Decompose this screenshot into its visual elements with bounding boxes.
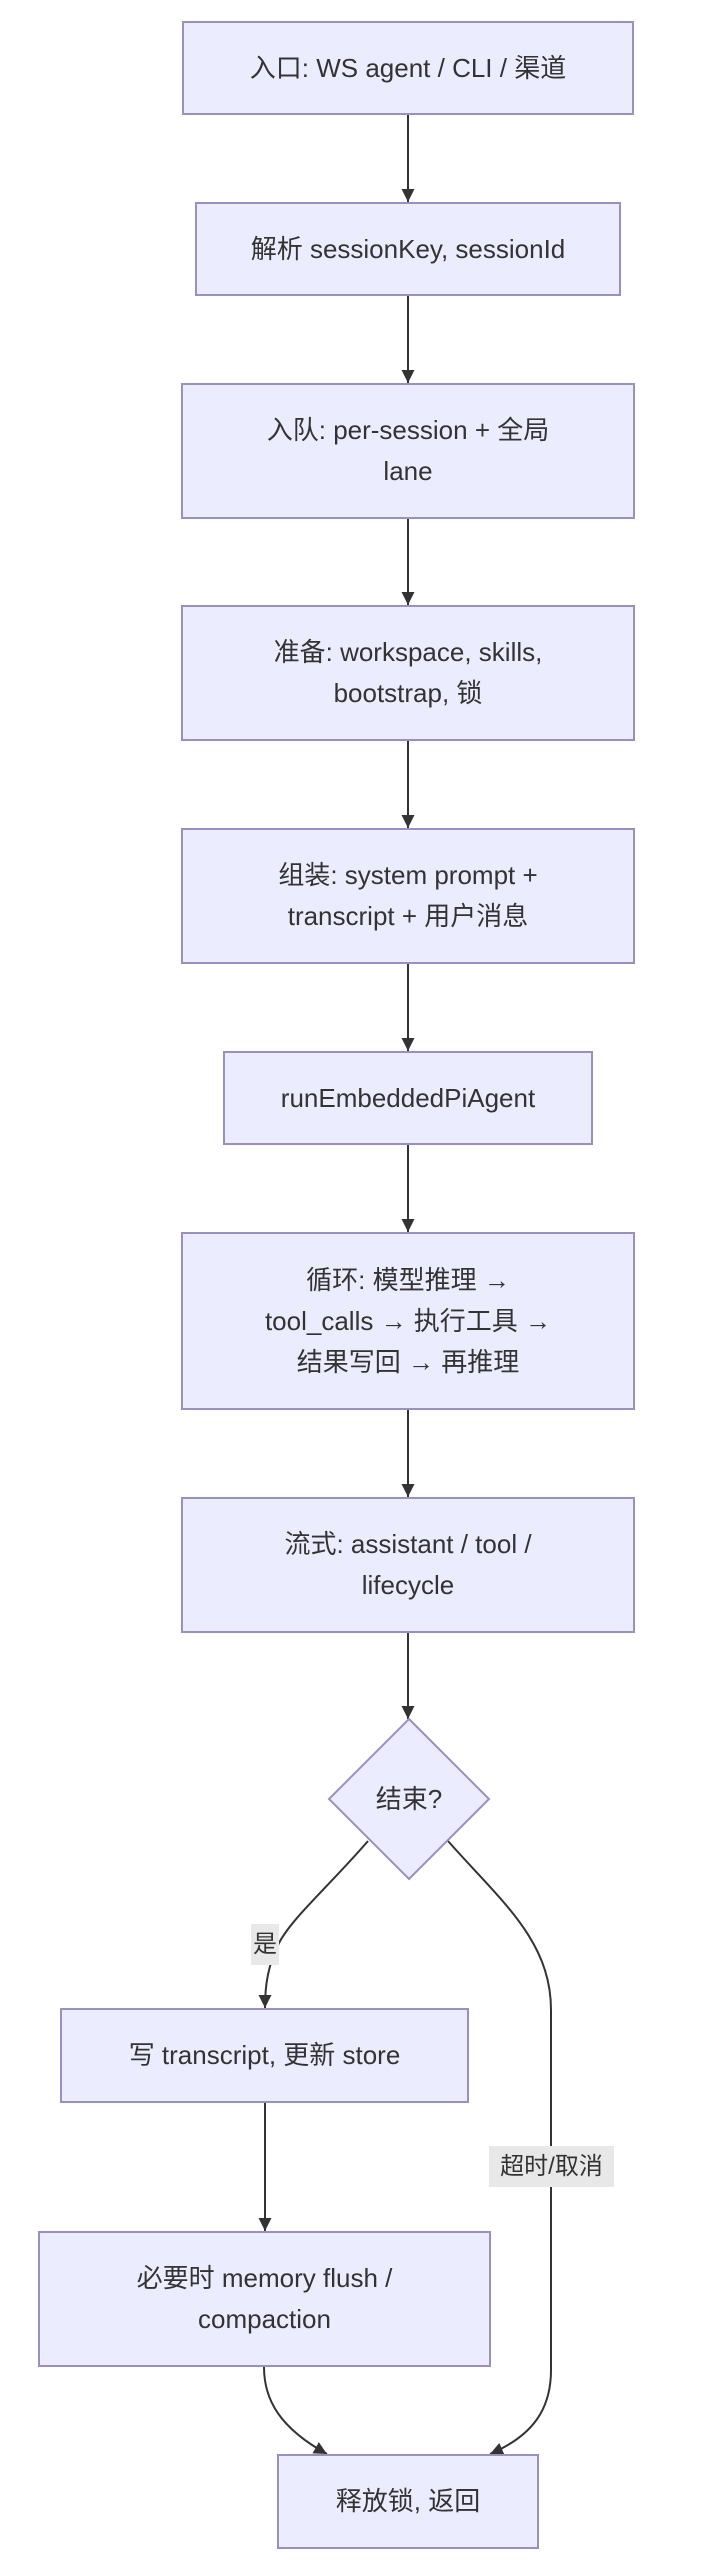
decision-diamond xyxy=(327,1717,491,1881)
node-label: bootstrap, 锁 xyxy=(333,678,483,708)
node-label: 释放锁, 返回 xyxy=(335,2486,481,2516)
node-stream: 流式: assistant / tool / lifecycle xyxy=(181,1497,635,1633)
node-entry: 入口: WS agent / CLI / 渠道 xyxy=(182,21,634,115)
node-label: 入队: per-session + 全局 xyxy=(266,415,550,445)
edge-done-write xyxy=(258,1840,369,2009)
node-assemble: 组装: system prompt + transcript + 用户消息 xyxy=(181,828,635,964)
node-label: 组装: system prompt + xyxy=(278,860,538,890)
node-label: runEmbeddedPiAgent xyxy=(280,1082,536,1113)
node-label: 结束? xyxy=(375,1784,443,1814)
decision-label: 结束? xyxy=(329,1779,489,1820)
node-enqueue: 入队: per-session + 全局 lane xyxy=(181,383,635,519)
node-label: 循环: 模型推理 → xyxy=(306,1264,510,1295)
node-loop: 循环: 模型推理 → tool_calls → 执行工具 → 结果写回 → 再推… xyxy=(181,1232,635,1410)
node-label: 写 transcript, 更新 store xyxy=(128,2040,401,2070)
node-label: 结果写回 → 再推理 xyxy=(296,1346,520,1377)
edge-label-timeout-cancel: 超时/取消 xyxy=(489,2146,614,2187)
edge-done-release xyxy=(447,1840,552,2455)
node-memory-flush: 必要时 memory flush / compaction xyxy=(38,2231,491,2367)
node-label: transcript + 用户消息 xyxy=(287,901,529,931)
edge-flush-release xyxy=(263,2366,328,2455)
node-run-agent: runEmbeddedPiAgent xyxy=(223,1051,593,1145)
edge-label-yes: 是 xyxy=(251,1924,279,1965)
node-label: 准备: workspace, skills, xyxy=(273,637,543,667)
node-label: 流式: assistant / tool / xyxy=(284,1529,532,1559)
node-write-transcript: 写 transcript, 更新 store xyxy=(60,2008,469,2103)
node-label: tool_calls → 执行工具 → xyxy=(264,1305,552,1336)
node-label: compaction xyxy=(198,2304,331,2334)
node-label: lifecycle xyxy=(361,1570,455,1600)
node-release: 释放锁, 返回 xyxy=(277,2454,539,2549)
node-label: 入口: WS agent / CLI / 渠道 xyxy=(249,52,567,83)
node-label: 必要时 memory flush / xyxy=(136,2263,393,2293)
node-resolve-session: 解析 sessionKey, sessionId xyxy=(195,202,621,296)
node-prepare: 准备: workspace, skills, bootstrap, 锁 xyxy=(181,605,635,741)
node-label: lane xyxy=(383,456,433,486)
node-label: 解析 sessionKey, sessionId xyxy=(250,233,566,264)
